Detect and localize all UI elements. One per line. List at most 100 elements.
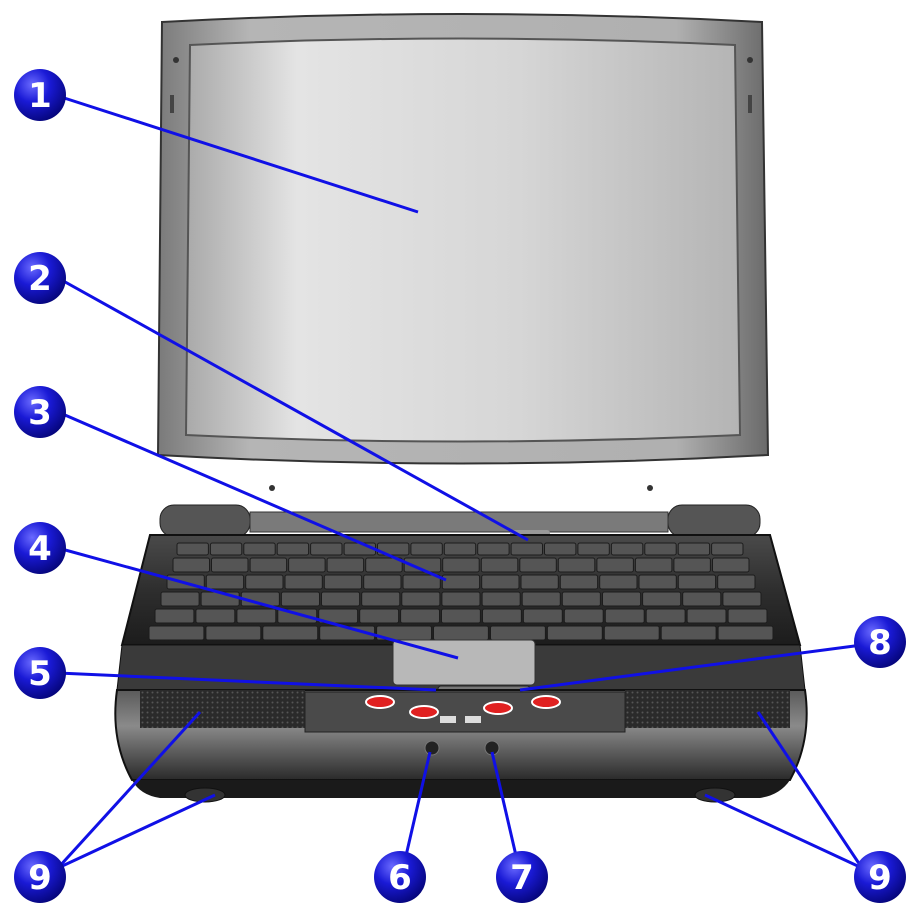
keyboard-key [411, 543, 442, 555]
keyboard-key [723, 592, 761, 606]
callout-4-label: 4 [28, 529, 52, 569]
keyboard-key [285, 575, 322, 589]
front-jack-left [425, 741, 439, 755]
callout-7-label: 7 [510, 858, 534, 898]
keyboard-key [645, 543, 676, 555]
keyboard-key [482, 592, 520, 606]
keyboard-key [360, 609, 399, 623]
callout-1-label: 1 [28, 76, 52, 116]
callout-1: 1 [14, 69, 66, 121]
callout-9-left-label: 9 [28, 858, 52, 898]
callout-4: 4 [14, 522, 66, 574]
keyboard-key [401, 609, 440, 623]
keyboard-key [603, 592, 641, 606]
keyboard-key [173, 558, 210, 572]
keyboard-key [442, 592, 480, 606]
callout-8: 8 [854, 616, 906, 668]
keyboard-key [545, 543, 576, 555]
keyboard-key [600, 575, 637, 589]
callout-9-right: 9 [854, 851, 906, 903]
keyboard-key [322, 592, 360, 606]
keyboard-key [523, 609, 562, 623]
keyboard-key [250, 558, 287, 572]
keyboard-key [364, 575, 401, 589]
keyboard-key [177, 543, 208, 555]
keyboard-key [402, 592, 440, 606]
keyboard-key [511, 543, 542, 555]
keyboard-key [661, 626, 716, 640]
keyboard-key [674, 558, 711, 572]
keyboard-key [311, 543, 342, 555]
keyboard-key [289, 558, 326, 572]
display-screen [186, 39, 740, 442]
keyboard-key [281, 592, 319, 606]
keyboard-key [212, 558, 249, 572]
keyboard-key [161, 592, 199, 606]
keyboard-key [206, 626, 261, 640]
keyboard-key [403, 575, 440, 589]
hinge [160, 505, 760, 538]
laptop-base [115, 535, 806, 802]
keyboard-key [263, 626, 318, 640]
keyboard-key [478, 543, 509, 555]
keyboard-key [444, 543, 475, 555]
speaker-left [140, 690, 305, 728]
keyboard-key [149, 626, 204, 640]
keyboard-key [718, 575, 755, 589]
keyboard-key [442, 609, 481, 623]
keyboard-key [246, 575, 283, 589]
laptop-lid [158, 14, 768, 491]
keyboard-key [646, 609, 685, 623]
keyboard-key [327, 558, 364, 572]
keyboard-key [491, 626, 546, 640]
keyboard-key [564, 609, 603, 623]
keyboard-key [558, 558, 595, 572]
callout-9-right-label: 9 [868, 858, 892, 898]
keyboard-key [434, 626, 489, 640]
keyboard-key [196, 609, 235, 623]
callout-3: 3 [14, 386, 66, 438]
keyboard-key [442, 575, 479, 589]
keyboard-key [605, 609, 644, 623]
keyboard-key [562, 592, 600, 606]
callout-7: 7 [496, 851, 548, 903]
callout-9-left: 9 [14, 851, 66, 903]
keyboard-key [443, 558, 480, 572]
keyboard-key [324, 575, 361, 589]
keyboard-key [481, 558, 518, 572]
keyboard-key [611, 543, 642, 555]
keyboard-key [635, 558, 672, 572]
keyboard-key [639, 575, 676, 589]
keyboard-key [483, 609, 522, 623]
keyboard-key [521, 575, 558, 589]
keyboard-key [362, 592, 400, 606]
keyboard-key [578, 543, 609, 555]
keyboard-key [547, 626, 602, 640]
callout-3-label: 3 [28, 393, 52, 433]
callout-5: 5 [14, 647, 66, 699]
keyboard-key [728, 609, 767, 623]
callout-5-label: 5 [28, 654, 52, 694]
keyboard-key [277, 543, 308, 555]
keyboard-key [597, 558, 634, 572]
keyboard-key [482, 575, 519, 589]
keyboard-key [643, 592, 681, 606]
callout-2: 2 [14, 252, 66, 304]
keyboard-key [155, 609, 194, 623]
keyboard-key [520, 558, 557, 572]
keyboard-key [687, 609, 726, 623]
keyboard-key [237, 609, 276, 623]
callout-6-label: 6 [388, 858, 412, 898]
keyboard-key [678, 575, 715, 589]
keyboard-key [244, 543, 275, 555]
keyboard-key [718, 626, 773, 640]
callout-2-label: 2 [28, 259, 52, 299]
keyboard-key [683, 592, 721, 606]
callout-6: 6 [374, 851, 426, 903]
keyboard-key [206, 575, 243, 589]
keyboard-key [210, 543, 241, 555]
keyboard-key [678, 543, 709, 555]
keyboard-key [560, 575, 597, 589]
keyboard-key [712, 543, 743, 555]
